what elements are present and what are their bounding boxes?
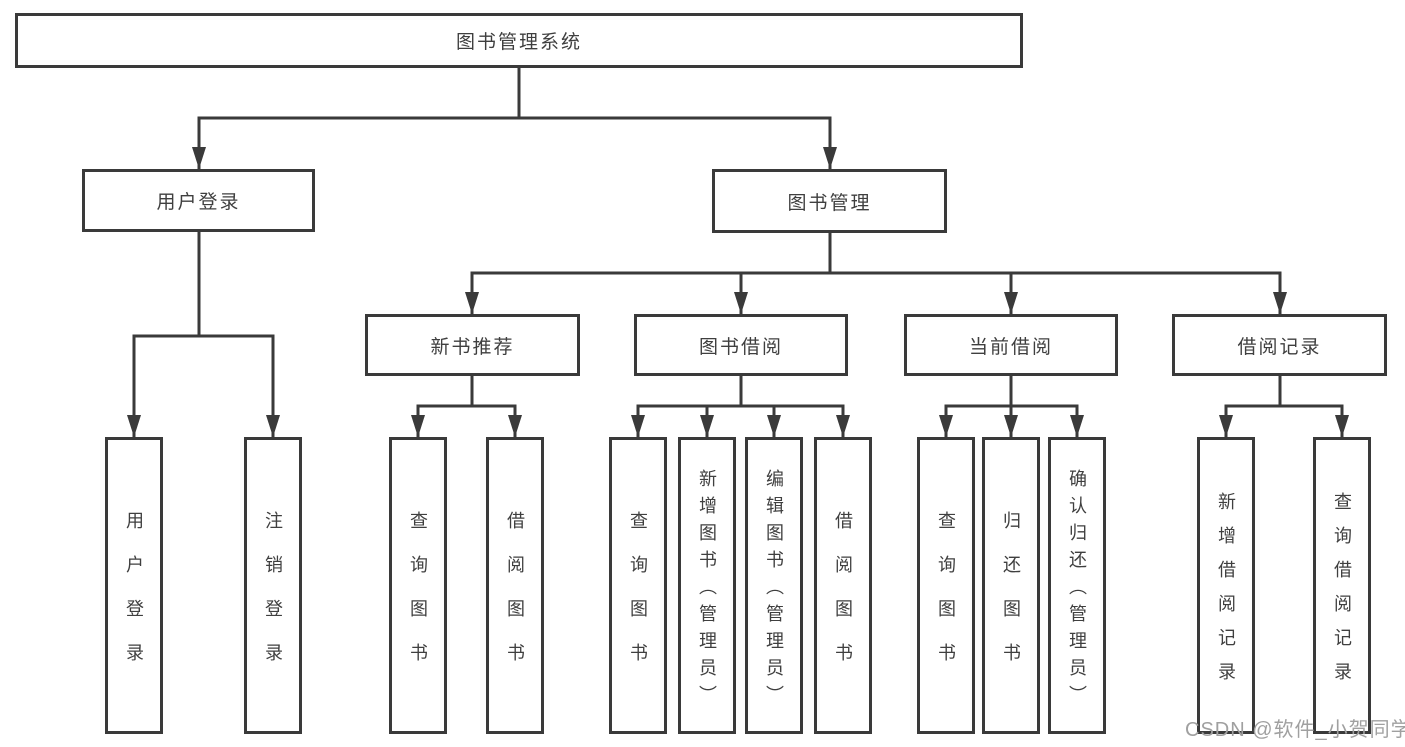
- node-current-borrow: 当前借阅: [904, 314, 1118, 376]
- leaf-confirm-return-admin-label: 确认归还（管理员）: [1067, 468, 1087, 712]
- leaf-search-books-recommend-label: 查询图书: [408, 510, 428, 687]
- leaf-add-borrow-record: 新增借阅记录: [1197, 437, 1255, 734]
- leaf-query-borrow-record-label: 查询借阅记录: [1332, 491, 1352, 696]
- leaf-borrow-books-recommend-label: 借阅图书: [505, 510, 525, 687]
- csdn-watermark: CSDN @软件_小贺同学: [1185, 719, 1405, 741]
- leaf-search-books-current: 查询图书: [917, 437, 975, 734]
- node-user-login: 用户登录: [82, 169, 315, 232]
- leaf-add-book-admin-label: 新增图书（管理员）: [697, 468, 717, 712]
- leaf-add-borrow-record-label: 新增借阅记录: [1216, 491, 1236, 696]
- leaf-user-login: 用户登录: [105, 437, 163, 734]
- leaf-search-books-borrow-label: 查询图书: [628, 510, 648, 687]
- leaf-logout: 注销登录: [244, 437, 302, 734]
- leaf-logout-label: 注销登录: [263, 510, 283, 687]
- leaf-search-books-recommend: 查询图书: [389, 437, 447, 734]
- node-borrow-records: 借阅记录: [1172, 314, 1387, 376]
- leaf-add-book-admin: 新增图书（管理员）: [678, 437, 736, 734]
- leaf-search-books-borrow: 查询图书: [609, 437, 667, 734]
- leaf-borrow-books: 借阅图书: [814, 437, 872, 734]
- node-book-management: 图书管理: [712, 169, 947, 233]
- node-new-book-recommend: 新书推荐: [365, 314, 580, 376]
- leaf-return-books: 归还图书: [982, 437, 1040, 734]
- leaf-confirm-return-admin: 确认归还（管理员）: [1048, 437, 1106, 734]
- leaf-borrow-books-label: 借阅图书: [833, 510, 853, 687]
- leaf-edit-book-admin: 编辑图书（管理员）: [745, 437, 803, 734]
- leaf-query-borrow-record: 查询借阅记录: [1313, 437, 1371, 734]
- leaf-user-login-label: 用户登录: [124, 510, 144, 687]
- leaf-search-books-current-label: 查询图书: [936, 510, 956, 687]
- leaf-return-books-label: 归还图书: [1001, 510, 1021, 687]
- leaf-edit-book-admin-label: 编辑图书（管理员）: [764, 468, 784, 712]
- node-book-borrow: 图书借阅: [634, 314, 848, 376]
- node-root-system: 图书管理系统: [15, 13, 1023, 68]
- leaf-borrow-books-recommend: 借阅图书: [486, 437, 544, 734]
